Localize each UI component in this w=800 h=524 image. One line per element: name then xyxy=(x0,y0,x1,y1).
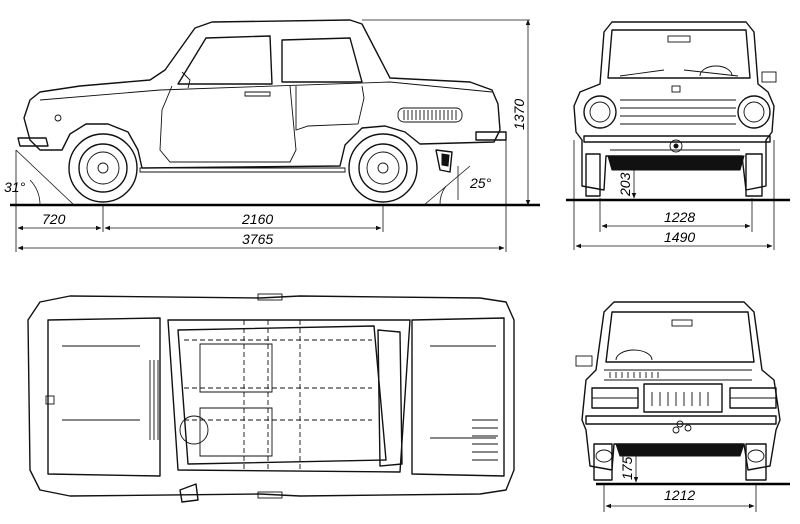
front-right-wheel xyxy=(745,153,763,197)
rear-grille xyxy=(604,369,752,381)
top-view xyxy=(27,293,515,503)
top-engine-vents xyxy=(472,419,498,461)
front-right-headlight xyxy=(737,95,771,129)
rear-right-wheel xyxy=(745,443,767,481)
top-body-outline xyxy=(27,295,515,497)
side-belt-line xyxy=(39,81,493,101)
side-front-window xyxy=(177,35,273,85)
front-overhang-label: 720 xyxy=(42,211,66,227)
front-trim xyxy=(620,99,736,125)
front-body-outline xyxy=(573,21,775,191)
top-cabin-roof xyxy=(167,319,411,473)
approach-angle-line xyxy=(15,149,75,206)
top-seats xyxy=(199,343,273,457)
front-underbody xyxy=(607,155,745,171)
top-interior-hidden-lines xyxy=(184,320,372,470)
front-bumper xyxy=(583,135,771,143)
door-handle-icon xyxy=(244,91,271,97)
top-grille-slots xyxy=(149,360,159,440)
steering-wheel-icon xyxy=(179,415,209,445)
rear-left-wheel xyxy=(593,443,613,481)
side-mirror-icon xyxy=(181,71,191,89)
side-view: 31° 25° 720 2160 3765 1370 xyxy=(4,19,540,252)
side-door-front xyxy=(159,85,297,163)
approach-angle-label: 31° xyxy=(4,179,26,195)
rear-view: 175 1212 xyxy=(575,301,790,512)
rear-body-outline xyxy=(581,301,781,471)
height-label: 1370 xyxy=(511,99,527,130)
top-front-hood xyxy=(47,317,161,477)
side-body-outline xyxy=(23,19,501,169)
overall-length-label: 3765 xyxy=(242,231,273,247)
tow-hook-icon xyxy=(669,139,683,153)
rear-clearance-label: 175 xyxy=(619,456,635,480)
rear-underbody xyxy=(615,443,745,457)
front-left-wheel xyxy=(585,153,601,197)
side-front-bumper xyxy=(17,137,49,147)
rear-side-mirror xyxy=(575,355,593,367)
front-left-headlight xyxy=(583,95,617,129)
top-engine-lid xyxy=(411,317,505,477)
top-side-mirror xyxy=(179,483,199,503)
side-front-wheel xyxy=(68,133,138,203)
side-air-intake xyxy=(397,107,463,123)
side-mudflap xyxy=(435,149,453,173)
overall-width-label: 1490 xyxy=(664,229,695,245)
front-side-mirror xyxy=(761,71,777,83)
rear-track-label: 1212 xyxy=(664,487,695,503)
front-mirror-icon xyxy=(667,35,691,43)
side-rear-bumper xyxy=(475,131,507,141)
top-rear-window xyxy=(377,329,403,467)
rear-license-plate xyxy=(643,383,723,413)
front-view: 203 1228 1490 xyxy=(566,21,790,250)
side-door-rear xyxy=(295,85,365,131)
rear-bumper xyxy=(585,415,777,425)
front-clearance-label: 203 xyxy=(617,172,633,197)
departure-angle-line xyxy=(423,165,471,206)
rear-window xyxy=(605,311,755,363)
wheelbase-label: 2160 xyxy=(241,211,273,227)
side-rear-window xyxy=(281,37,363,83)
front-track-label: 1228 xyxy=(664,209,695,225)
departure-angle-label: 25° xyxy=(469,175,492,191)
front-windshield xyxy=(607,29,751,79)
side-rear-wheel xyxy=(348,133,418,203)
side-marker-light xyxy=(54,114,62,122)
